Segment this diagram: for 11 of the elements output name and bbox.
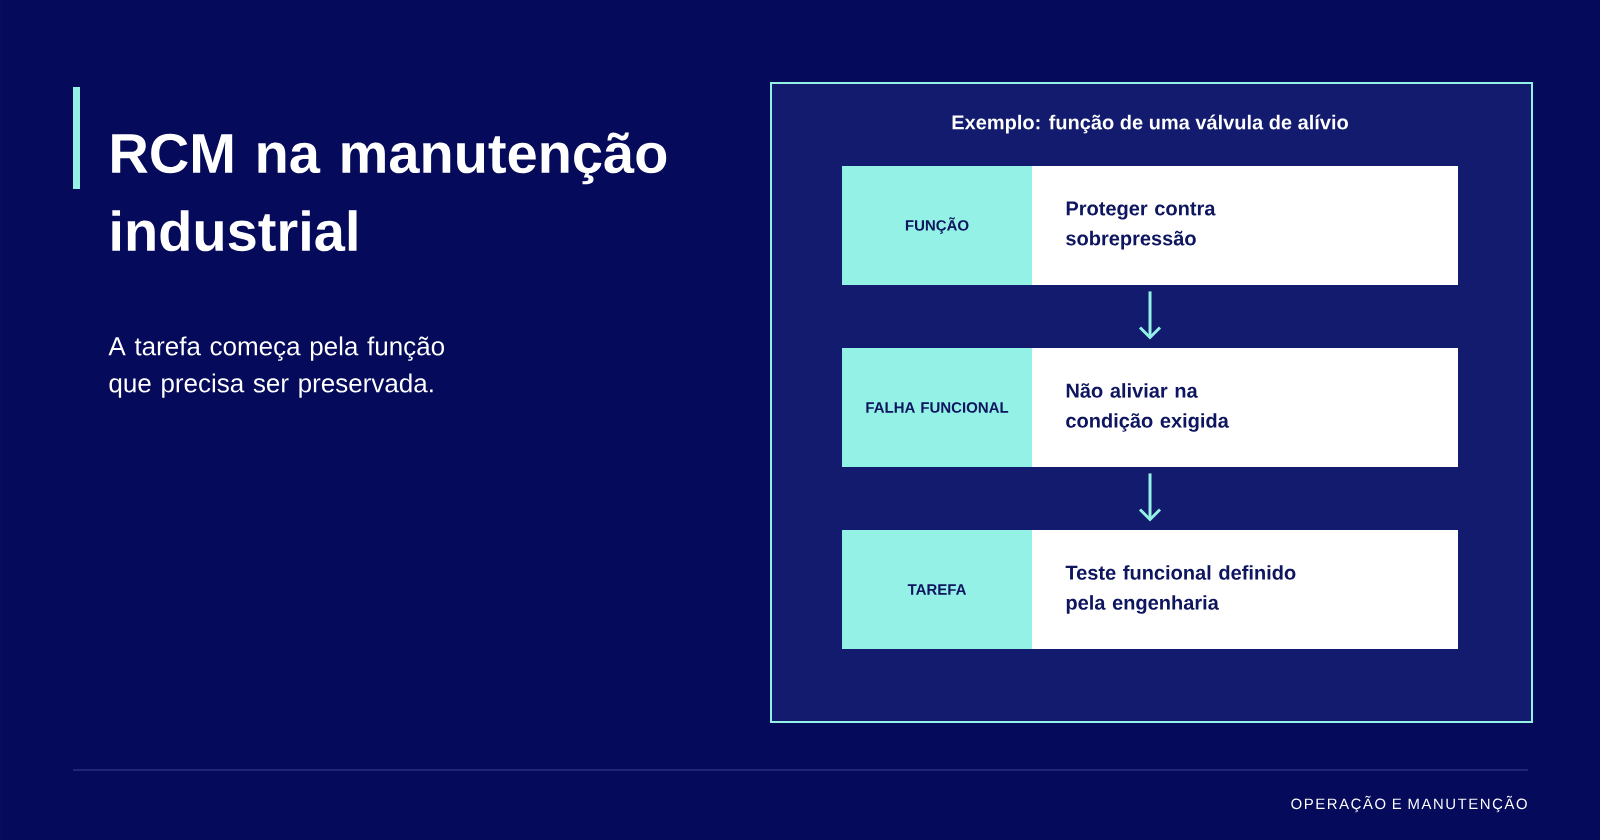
- process-row: FUNÇÃO Proteger contra sobrepressão: [842, 166, 1458, 285]
- arrow: [1138, 291, 1162, 340]
- node-label: FALHA FUNCIONAL: [866, 402, 1009, 413]
- node-label: FUNÇÃO: [905, 217, 969, 234]
- footer-label: OPERAÇÃO E MANUTENÇÃO: [1291, 795, 1527, 813]
- arrow: [1138, 473, 1162, 522]
- process-row: TAREFA Teste funcional definido pela engenharia: [842, 530, 1458, 649]
- subtitle: A tarefa começa pela função que precisa ser preservada.: [108, 336, 444, 398]
- node-label: TAREFA: [907, 584, 967, 595]
- process-row: FALHA FUNCIONAL Não aliviar na condição exigida: [842, 348, 1458, 467]
- title: RCM na manutenção industrial: [112, 132, 667, 252]
